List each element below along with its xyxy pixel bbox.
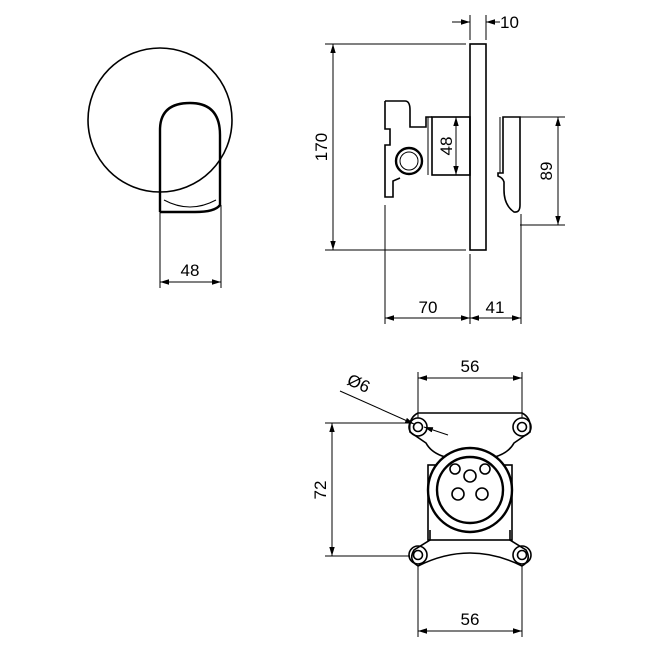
port-hole xyxy=(463,469,477,483)
port-hole xyxy=(479,463,491,475)
leader-line xyxy=(423,426,449,436)
dimension-handle-width: 48 xyxy=(181,261,200,280)
handle-side xyxy=(497,116,521,213)
dimension-plate-height: 170 xyxy=(312,133,331,161)
mounting-hole xyxy=(512,417,532,437)
port-hole xyxy=(451,487,465,501)
cover-plate-side xyxy=(469,43,487,251)
mounting-bracket xyxy=(384,100,432,198)
dimension-plate-thickness: 10 xyxy=(500,13,519,32)
cartridge-inner xyxy=(435,455,505,525)
dimension-hole-diameter: Ø6 xyxy=(344,370,372,397)
rear-view: 56 Ø6 72 56 xyxy=(311,357,532,637)
mounting-hole-bore xyxy=(516,549,528,561)
handle-edge xyxy=(163,199,217,208)
mounting-hole-bore xyxy=(412,549,424,561)
front-view: 48 xyxy=(87,47,233,288)
dimension-handle-projection: 41 xyxy=(486,298,505,317)
dimension-top-hole-spacing: 56 xyxy=(461,357,480,376)
cartridge-outer xyxy=(426,446,514,534)
mounting-hole xyxy=(408,545,428,565)
dimension-vertical-hole-spacing: 72 xyxy=(311,481,330,500)
leader-line xyxy=(339,390,415,425)
mounting-hole-bore xyxy=(516,421,528,433)
bottom-mounting-plate xyxy=(410,530,530,567)
port-hole xyxy=(475,487,489,501)
side-view: 10 170 48 89 70 41 xyxy=(312,13,565,324)
inlet-bore xyxy=(399,151,419,171)
valve-body xyxy=(431,116,471,176)
handle-outline xyxy=(158,101,222,214)
dimension-bottom-hole-spacing: 56 xyxy=(461,610,480,629)
port-hole xyxy=(449,463,461,475)
dimension-handle-height: 89 xyxy=(537,162,556,181)
mounting-hole xyxy=(512,545,532,565)
dimension-body-depth: 70 xyxy=(419,298,438,317)
inlet-fitting xyxy=(394,146,424,176)
dimension-body-height: 48 xyxy=(437,137,456,156)
mounting-hole-bore xyxy=(412,421,424,433)
